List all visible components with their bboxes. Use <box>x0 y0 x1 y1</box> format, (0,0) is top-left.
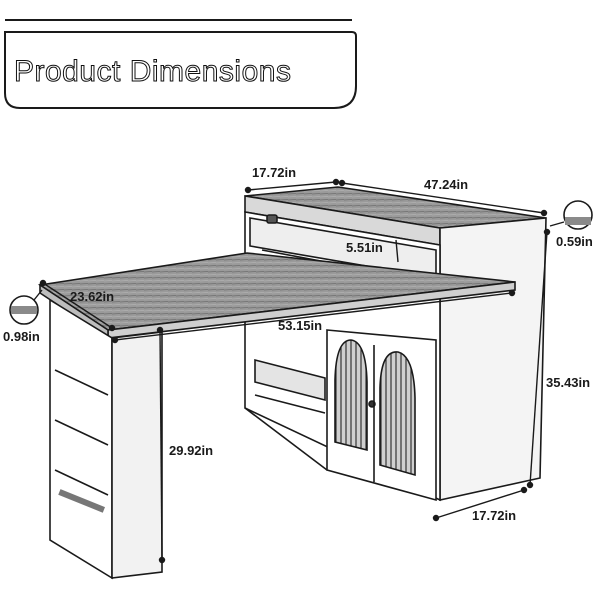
dimension-leaf-thickness: 0.98in <box>3 329 40 344</box>
dimension-drawer-height: 5.51in <box>346 240 383 255</box>
dimension-leaf-width: 53.15in <box>278 318 323 333</box>
thickness-callout-leaf <box>9 289 43 325</box>
cabinet-body <box>244 186 547 502</box>
dimension-lines <box>39 178 551 564</box>
extending-leaf <box>37 252 516 580</box>
dimension-top-thickness: 0.59in <box>556 234 593 249</box>
dimension-base-depth: 17.72in <box>472 508 517 523</box>
thickness-callout-top <box>549 200 593 230</box>
dimension-leaf-depth: 23.62in <box>70 289 115 304</box>
dimension-top-depth: 17.72in <box>252 165 297 180</box>
page-title: Product Dimensions <box>14 55 292 89</box>
dimension-top-width: 47.24in <box>424 177 469 192</box>
dimension-cabinet-height: 35.43in <box>546 375 591 390</box>
header-banner <box>4 19 357 109</box>
dimension-leg-height: 29.92in <box>169 443 214 458</box>
